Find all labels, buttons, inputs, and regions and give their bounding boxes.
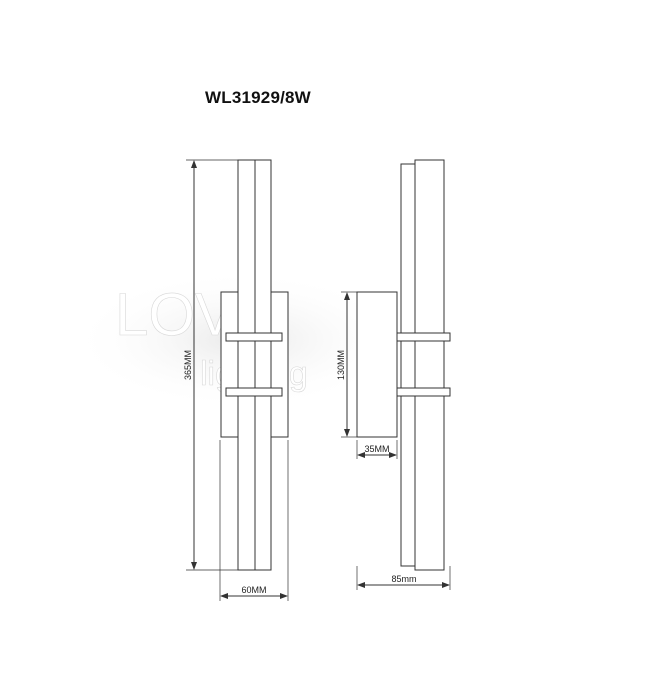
height-label: 365MM (183, 350, 193, 380)
side-crossbar-upper (396, 332, 451, 342)
width-label: 60MM (241, 585, 266, 595)
front-crossbar-upper (225, 332, 283, 342)
backplate-depth-label: 35MM (364, 444, 389, 454)
side-tube-thin (400, 163, 416, 567)
front-tube-left (237, 159, 256, 571)
side-tube-thick (414, 159, 445, 571)
total-depth-label: 85mm (391, 574, 416, 584)
side-backplate (356, 291, 398, 438)
side-crossbar-lower (396, 387, 451, 397)
front-crossbar-lower (225, 387, 283, 397)
front-tube-right (254, 159, 272, 571)
model-title: WL31929/8W (205, 88, 311, 107)
backplate-height-label: 130MM (336, 350, 346, 380)
side-view (341, 159, 451, 590)
front-view (186, 159, 289, 601)
